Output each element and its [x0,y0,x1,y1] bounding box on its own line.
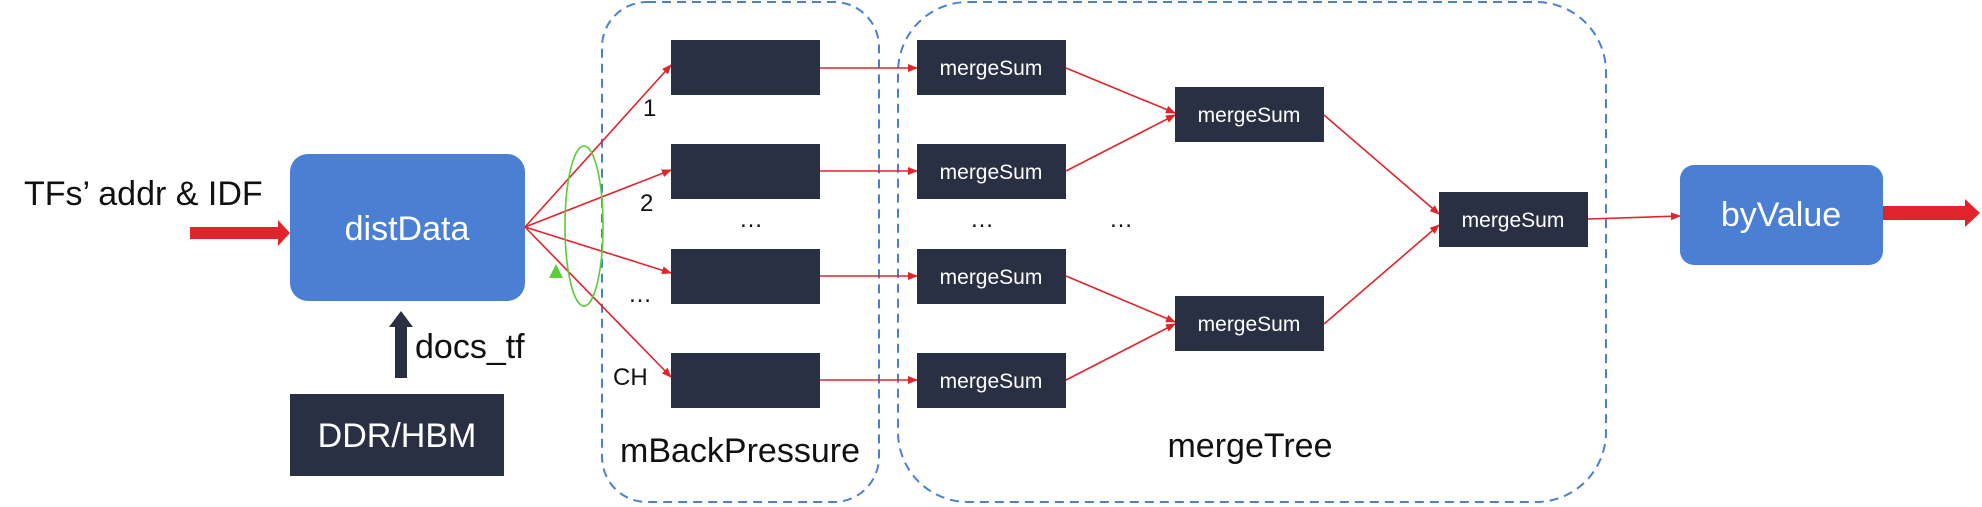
dist-data-box [290,154,525,301]
output-connector-arrow [1587,212,1681,221]
by-value-box [1680,165,1883,265]
buffer-ellipsis: … [739,206,763,233]
merge-sum-root-label: mergeSum [1462,209,1565,232]
channel-label-1: 1 [643,95,656,122]
merge-ellipsis-col1: … [970,206,994,233]
input-label: TFs’ addr & IDF [24,175,263,213]
tree-arrow-4 [1065,323,1176,381]
merge-sum-l1-2-label: mergeSum [940,161,1043,184]
tree-arrow-5 [1323,114,1440,215]
tree-arrow-3 [1065,275,1176,323]
fanout-arrow-3 [524,226,672,275]
buffer-box-4 [671,353,820,408]
fanout-arrow-2 [524,169,672,228]
cycle-arc [564,145,604,307]
tree-arrow-2 [1065,114,1176,172]
merge-sum-root [1439,192,1588,247]
merge-sum-l2-2-label: mergeSum [1198,313,1301,336]
backpressure-label: mBackPressure [620,432,860,470]
merge-ellipsis-col2: … [1109,206,1133,233]
merge-sum-l1-1-label: mergeSum [940,57,1043,80]
memory-label: DDR/HBM [318,417,477,455]
buffer-box-2 [671,144,820,199]
merge-tree-label: mergeTree [1167,427,1332,465]
dist-data-label: distData [345,210,470,248]
merge-sum-l1-3 [917,249,1066,304]
docs-up-arrow [389,311,413,378]
merge-tree-group [897,1,1607,503]
channel-label-2: 2 [640,190,653,217]
buffer-box-3 [671,249,820,304]
merge-sum-l2-1-label: mergeSum [1198,104,1301,127]
merge-sum-l1-2 [917,144,1066,199]
merge-sum-l1-1 [917,40,1066,95]
tree-arrow-1 [1065,67,1176,114]
fanout-arrow-1 [524,64,672,228]
fanout-arrow-4 [524,226,672,378]
channel-label-3: … [628,281,652,308]
tree-arrow-6 [1323,224,1440,325]
by-value-label: byValue [1721,196,1841,234]
docs-label: docs_tf [415,328,525,366]
merge-sum-l2-2 [1175,296,1324,351]
merge-sum-l1-4 [917,353,1066,408]
input-arrow [190,220,290,246]
merge-sum-l1-4-label: mergeSum [940,370,1043,393]
memory-box [290,394,504,476]
merge-sum-l1-3-label: mergeSum [940,266,1043,289]
channel-label-ch: CH [613,364,648,391]
merge-sum-l2-1 [1175,87,1324,142]
buffer-box-1 [671,40,820,95]
cycle-arrow-head [549,264,563,278]
output-arrow [1883,199,1980,227]
